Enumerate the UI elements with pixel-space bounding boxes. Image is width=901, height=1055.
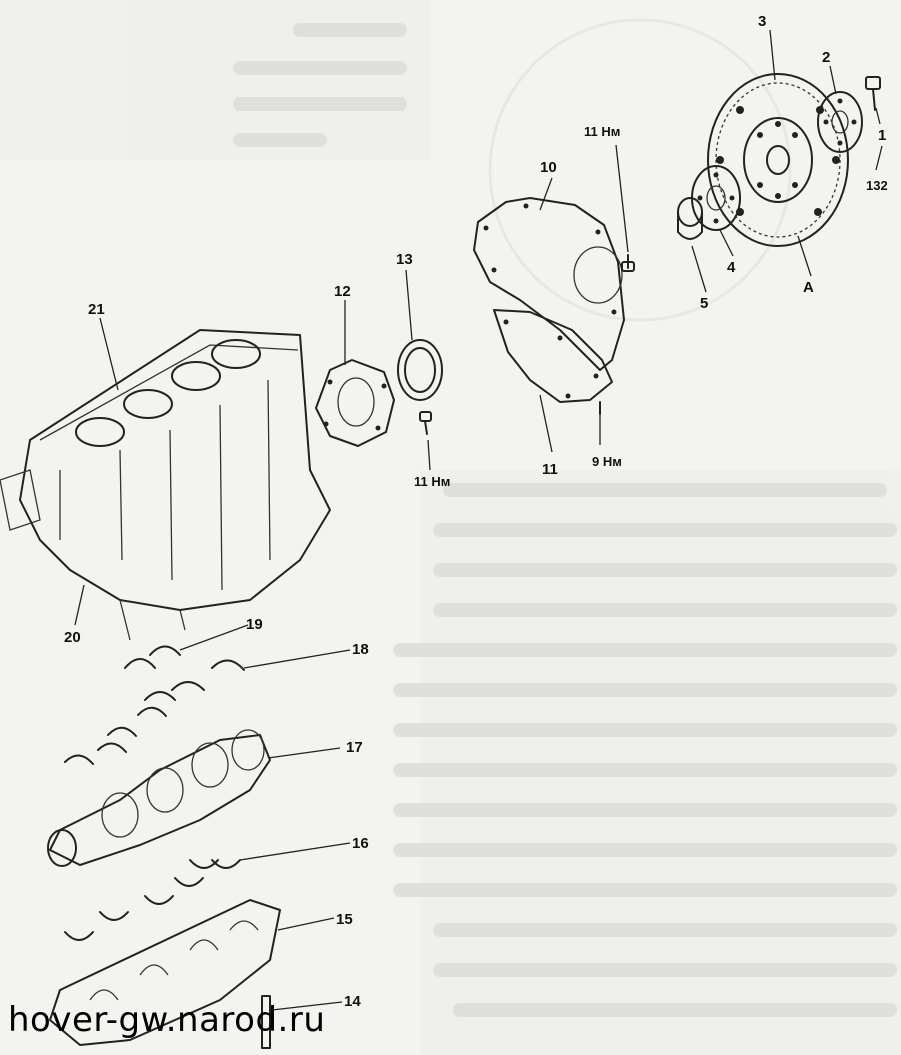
rear-plate <box>473 197 625 371</box>
oil-seal-housing <box>315 359 395 447</box>
callout-19: 19 <box>246 616 263 633</box>
callout-4: 4 <box>727 259 736 276</box>
leader-lines <box>74 29 883 1011</box>
callout-10: 10 <box>540 159 557 176</box>
callout-5: 5 <box>700 295 708 312</box>
site-watermark: hover-gw.narod.ru <box>8 1000 326 1040</box>
torque-11nm-bottom: 11 Нм <box>414 474 450 489</box>
torque-132: 132 <box>866 178 888 193</box>
callout-20: 20 <box>64 629 81 646</box>
callout-12: 12 <box>334 283 351 300</box>
callout-18: 18 <box>352 641 369 658</box>
callout-16: 16 <box>352 835 369 852</box>
callout-3: 3 <box>758 13 766 30</box>
callout-13: 13 <box>396 251 413 268</box>
seal-housing-bolt <box>419 411 432 435</box>
crankshaft <box>47 729 271 867</box>
callout-14: 14 <box>344 993 361 1010</box>
bell-housing-cover <box>493 309 613 415</box>
drive-plate <box>817 91 863 153</box>
pilot-bushing <box>677 197 703 240</box>
rear-oil-seal <box>397 339 443 401</box>
cylinder-block <box>0 329 331 641</box>
callout-11: 11 <box>542 461 558 478</box>
callout-15: 15 <box>336 911 353 928</box>
callout-A: A <box>803 279 814 296</box>
torque-11nm-top: 11 Нм <box>584 124 620 139</box>
callout-21: 21 <box>88 301 105 318</box>
upper-main-bearings <box>64 645 245 765</box>
cap-bolt <box>261 995 271 1049</box>
flywheel-bolt <box>865 76 881 111</box>
callout-labels: 3 2 1 4 5 A 10 11 12 13 21 20 19 18 17 1… <box>64 13 886 1010</box>
callout-17: 17 <box>346 739 363 756</box>
torque-labels: 132 11 Нм 11 Нм 9 Нм <box>414 124 888 489</box>
flywheel <box>707 73 849 247</box>
rear-plate-bolt <box>621 254 635 272</box>
main-bearing-caps <box>49 899 281 1046</box>
torque-9nm: 9 Нм <box>592 454 622 469</box>
callout-1: 1 <box>878 127 886 144</box>
callout-2: 2 <box>822 49 830 66</box>
lower-main-bearings <box>64 859 241 941</box>
